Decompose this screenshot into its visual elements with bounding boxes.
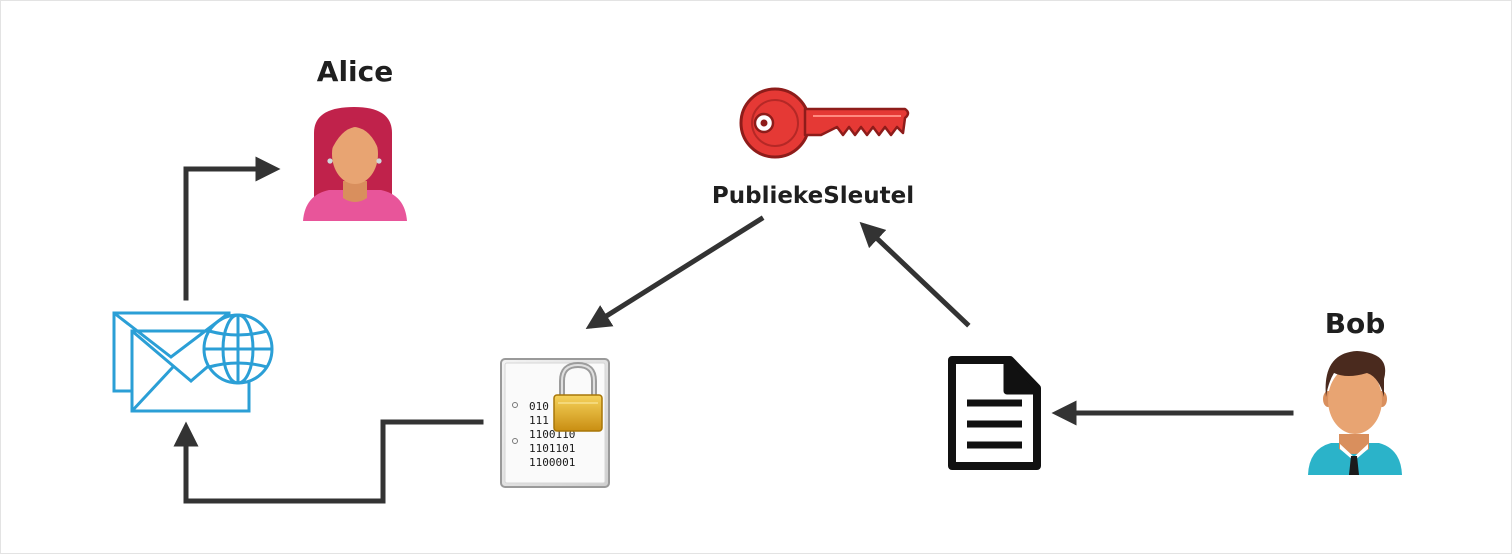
female-user-icon: [303, 107, 407, 221]
arrow-envelope-to-alice: [183, 156, 281, 301]
arrow-document-to-key: [859, 221, 971, 328]
binary-line-1: 010: [529, 400, 549, 413]
arrow-key-to-file: [585, 215, 765, 329]
document-icon: [948, 356, 1041, 470]
envelope-globe-icon: [112, 311, 274, 413]
public-key-label: PubliekeSleutel: [711, 183, 915, 209]
alice-label: Alice: [316, 55, 394, 88]
binary-line-5: 1100001: [529, 456, 575, 469]
arrow-file-to-envelope: [173, 419, 484, 504]
bob-label: Bob: [1324, 307, 1386, 340]
binary-line-4: 1101101: [529, 442, 575, 455]
encrypted-file-lock-icon: 010 111 1100110 1101101 1100001: [500, 358, 610, 488]
padlock-icon: [553, 361, 603, 432]
binary-line-2: 111: [529, 414, 549, 427]
key-icon: [739, 87, 910, 159]
male-user-icon: [1308, 351, 1402, 475]
